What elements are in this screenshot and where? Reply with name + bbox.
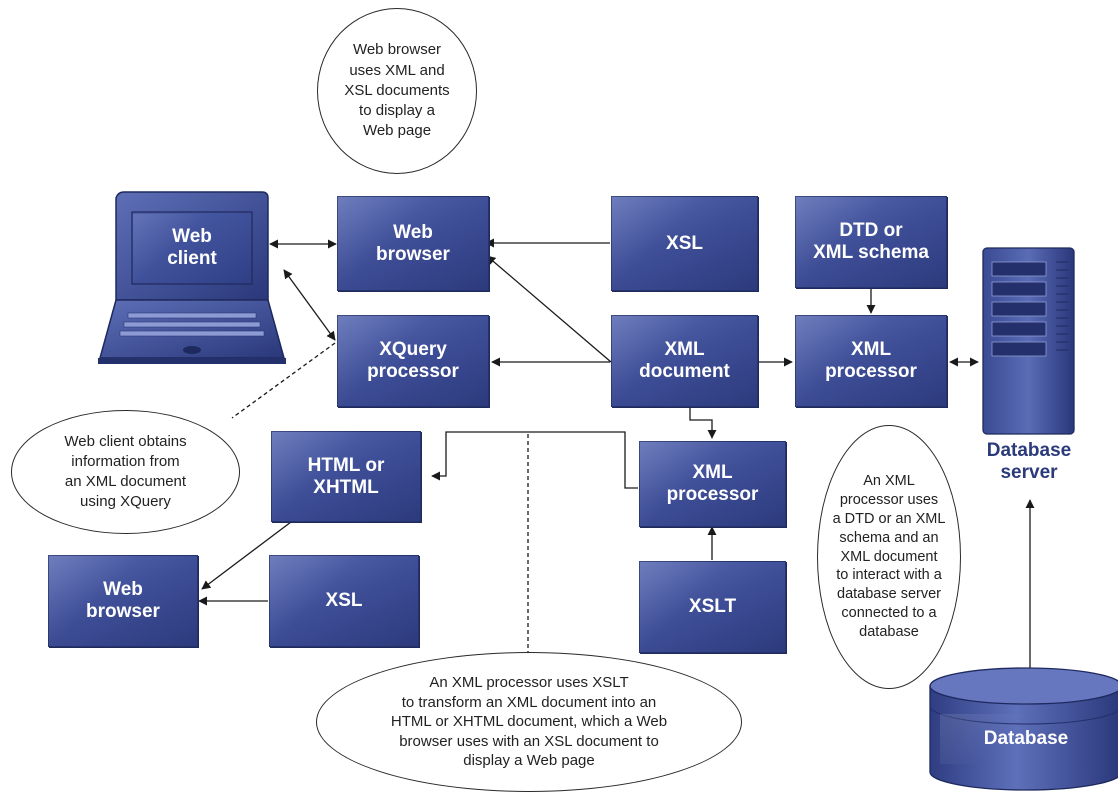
xml-processor-right-label: XML processor — [825, 339, 917, 382]
client-xquery-arrow — [283, 269, 336, 341]
xquery-processor-label: XQuery processor — [367, 339, 459, 382]
processor-note-text: An XML processor uses a DTD or an XML sc… — [832, 473, 946, 640]
database-label: Database — [983, 728, 1069, 750]
xsl-bottom-box: XSL — [269, 555, 419, 647]
xquery-processor-box: XQuery processor — [337, 315, 489, 407]
processor-note-bubble: An XML processor uses a DTD or an XML sc… — [817, 425, 961, 689]
xml-processor-mid-box: XML processor — [639, 441, 786, 527]
client-note-bubble: Web client obtains information from an X… — [11, 410, 240, 534]
xml-document-label: XML document — [639, 339, 730, 382]
xslt-note-bubble: An XML processor uses XSLT to transform … — [316, 652, 742, 792]
client-note-text: Web client obtains information from an X… — [64, 432, 187, 511]
dtd-schema-label: DTD or XML schema — [813, 220, 929, 263]
xml-processor-mid-label: XML processor — [666, 462, 759, 505]
database-label-box: Database — [940, 714, 1112, 764]
html-xhtml-label: HTML or XHTML — [307, 454, 385, 498]
xmldoc-browser-arrow — [486, 255, 612, 363]
xml-document-box: XML document — [611, 315, 758, 407]
web-client-label: Web client — [167, 226, 217, 269]
xml-processor-right-box: XML processor — [795, 315, 947, 407]
web-browser-bottom-box: Web browser — [48, 555, 198, 647]
web-browser-top-label: Web browser — [376, 221, 450, 265]
html-browser-arrow — [201, 521, 292, 590]
dtd-schema-box: DTD or XML schema — [795, 196, 947, 288]
xsl-top-label: XSL — [666, 232, 703, 254]
html-xhtml-box: HTML or XHTML — [271, 431, 421, 522]
xsl-bottom-label: XSL — [325, 590, 363, 612]
browser-note-text: Web browser uses XML and XSL documents t… — [344, 41, 450, 140]
processor-html-arrow — [431, 431, 638, 489]
xslt-label: XSLT — [688, 596, 737, 618]
browser-note-bubble: Web browser uses XML and XSL documents t… — [317, 8, 477, 174]
client-note-leader — [231, 342, 336, 419]
web-browser-bottom-label: Web browser — [86, 579, 160, 622]
xslt-note-text: An XML processor uses XSLT to transform … — [390, 674, 668, 770]
xmldoc-xslt-processor-arrow — [689, 407, 717, 439]
web-browser-top-box: Web browser — [337, 196, 489, 291]
web-client-screen: Web client — [133, 214, 251, 282]
xsl-top-box: XSL — [611, 196, 758, 291]
database-server-label: Database server — [986, 440, 1072, 483]
xslt-box: XSLT — [639, 561, 786, 653]
